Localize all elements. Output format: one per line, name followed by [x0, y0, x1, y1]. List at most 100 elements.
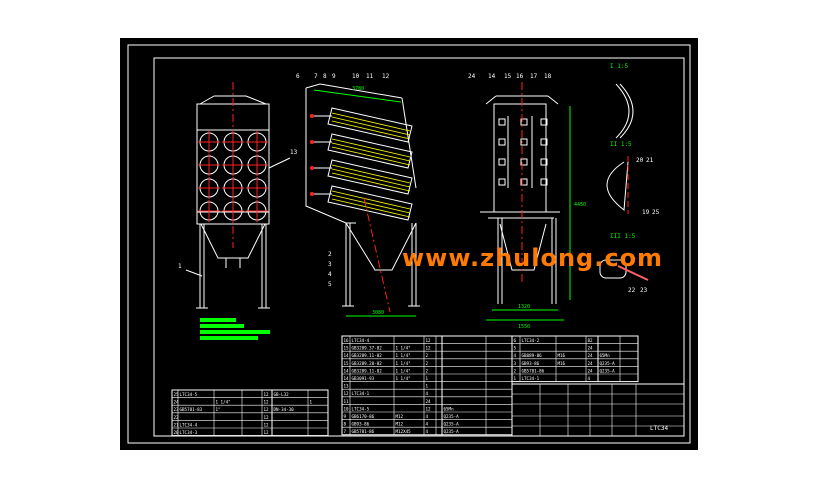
- bom-left-cell: 1": [216, 407, 221, 412]
- rear-callout-14: 14: [488, 73, 496, 80]
- front-hood-left: [199, 95, 215, 105]
- bom-right-m-cell: 65Mn: [600, 353, 611, 358]
- side-callout-6: 6: [296, 73, 300, 80]
- bom-right-m-cell: Q235-A: [600, 361, 616, 366]
- side-bag-row: [327, 159, 413, 195]
- rear-valve: [520, 138, 528, 146]
- bom-right-cell: LTC34-1: [522, 376, 540, 381]
- bom-right-cell: 5: [514, 346, 517, 351]
- bom-right-cell: LTC34-2: [522, 338, 540, 343]
- rear-callout-15: 15: [504, 73, 512, 80]
- detail-callout-25: 25: [652, 209, 660, 216]
- bom-mid-r-cell: 65Mn: [444, 406, 455, 411]
- detail-3-title: III 1:5: [610, 233, 636, 240]
- bom-mid-cell: GB3289.11-82: [352, 353, 383, 358]
- bom-mid-cell: 1 1/4": [396, 361, 411, 366]
- rear-callout-17: 17: [530, 73, 538, 80]
- detail-callout-19: 19: [642, 209, 650, 216]
- dim-rear-outer: 1550: [518, 324, 530, 330]
- bom-mid-r-frame: [441, 335, 513, 436]
- side-centerline: [363, 197, 391, 313]
- detail-1-inner: [615, 83, 630, 139]
- detail-callout-23: 23: [640, 287, 648, 294]
- rear-valve: [498, 138, 506, 146]
- side-callout-4: 4: [328, 271, 332, 278]
- bom-mid-cell: GB3289.37-82: [352, 346, 383, 351]
- bom-right-cell: GB889-86: [522, 353, 543, 358]
- bom-right-cell: 24: [588, 353, 594, 358]
- bom-mid-r-cell: Q235-A: [444, 429, 460, 434]
- side-callout-12: 12: [382, 73, 390, 80]
- bom-mid-cell: 14: [344, 353, 350, 358]
- side-bag-stack: [310, 107, 413, 221]
- rear-hood-l: [485, 95, 497, 105]
- bom-mid-cell: 7: [344, 429, 347, 434]
- bom-left-cell: 12: [264, 392, 270, 397]
- rear-valve: [520, 118, 528, 126]
- bom-mid-cell: M12: [396, 414, 404, 419]
- dim-rear-height: 4450: [574, 202, 586, 208]
- bom-mid-cell: 11: [344, 399, 350, 404]
- bom-mid-cell: 1 1/4": [396, 368, 411, 373]
- detail-1-title: I 1:5: [610, 63, 628, 70]
- bom-mid-cell: GB3091-93: [352, 376, 375, 381]
- bom-right-cell: 24: [588, 368, 594, 373]
- side-view: [305, 83, 420, 307]
- bom-mid-cell: 14: [344, 376, 350, 381]
- side-bag-line: [331, 194, 411, 214]
- side-callout-2: 2: [328, 251, 332, 258]
- bom-left-cell: 22: [174, 415, 180, 420]
- bom-left-cell: 21: [174, 422, 180, 427]
- bom-left-cell: 12: [264, 400, 270, 405]
- side-bag-line: [331, 112, 411, 132]
- rear-valve: [520, 158, 528, 166]
- bom-left-cell: GB5781-83: [180, 407, 203, 412]
- detail-callout-22: 22: [628, 287, 636, 294]
- bom-right-cell: 24: [588, 361, 594, 366]
- detail-1-profile: [619, 83, 634, 139]
- bom-mid-cell: 1 1/4": [396, 376, 411, 381]
- side-valve-dot: [310, 166, 314, 170]
- side-callout-9: 9: [332, 73, 336, 80]
- rear-valve-array: [498, 118, 548, 186]
- detail-2-title: II 1:5: [610, 141, 632, 148]
- bom-mid-cell: 15: [344, 346, 350, 351]
- bom-left2-cell: GB-L32: [274, 392, 290, 397]
- side-valve-dot: [310, 140, 314, 144]
- bom-right-m-cell: Q235-A: [600, 368, 616, 373]
- bom-right-cell: 1: [514, 376, 517, 381]
- dim-rear-inner: 1320: [518, 304, 530, 310]
- side-bag-line: [331, 142, 411, 162]
- bom-mid-cell: 12: [426, 338, 432, 343]
- dim-side-top: 3780: [352, 86, 364, 92]
- side-callout-5: 5: [328, 281, 332, 288]
- bom-mid-cell: 4: [426, 391, 429, 396]
- detail-callout-21: 21: [646, 157, 654, 164]
- bom-mid-cell: GB93-86: [352, 422, 370, 427]
- bom-mid-cell: LTC34-5: [352, 406, 370, 411]
- drawing-number: LTC34: [650, 425, 668, 432]
- inner-border: [153, 57, 685, 437]
- legend-bar-3: [200, 330, 270, 334]
- rear-valve: [540, 158, 548, 166]
- bom-right-cell: 4: [514, 353, 517, 358]
- bom-left2-cell: 1: [310, 400, 313, 405]
- bom-right-cell: 82: [588, 338, 594, 343]
- side-bag-line: [331, 168, 411, 188]
- bom-mid-cell: 10: [344, 406, 350, 411]
- bom-left-cell: LTC34-5: [180, 392, 198, 397]
- bom-right-cell: M16: [558, 353, 566, 358]
- side-hopper: [345, 222, 417, 271]
- bom-mid-cell: 13: [344, 384, 350, 389]
- bom-mid-cell: 12: [426, 346, 432, 351]
- side-bag-line: [331, 138, 411, 158]
- rear-callout-16: 16: [516, 73, 524, 80]
- side-callout-3: 3: [328, 261, 332, 268]
- bom-mid-cell: GB5781-86: [352, 429, 375, 434]
- bom-mid-r-cell: Q235-A: [444, 422, 460, 427]
- rear-hopper: [499, 223, 547, 271]
- side-bag-line: [331, 190, 411, 210]
